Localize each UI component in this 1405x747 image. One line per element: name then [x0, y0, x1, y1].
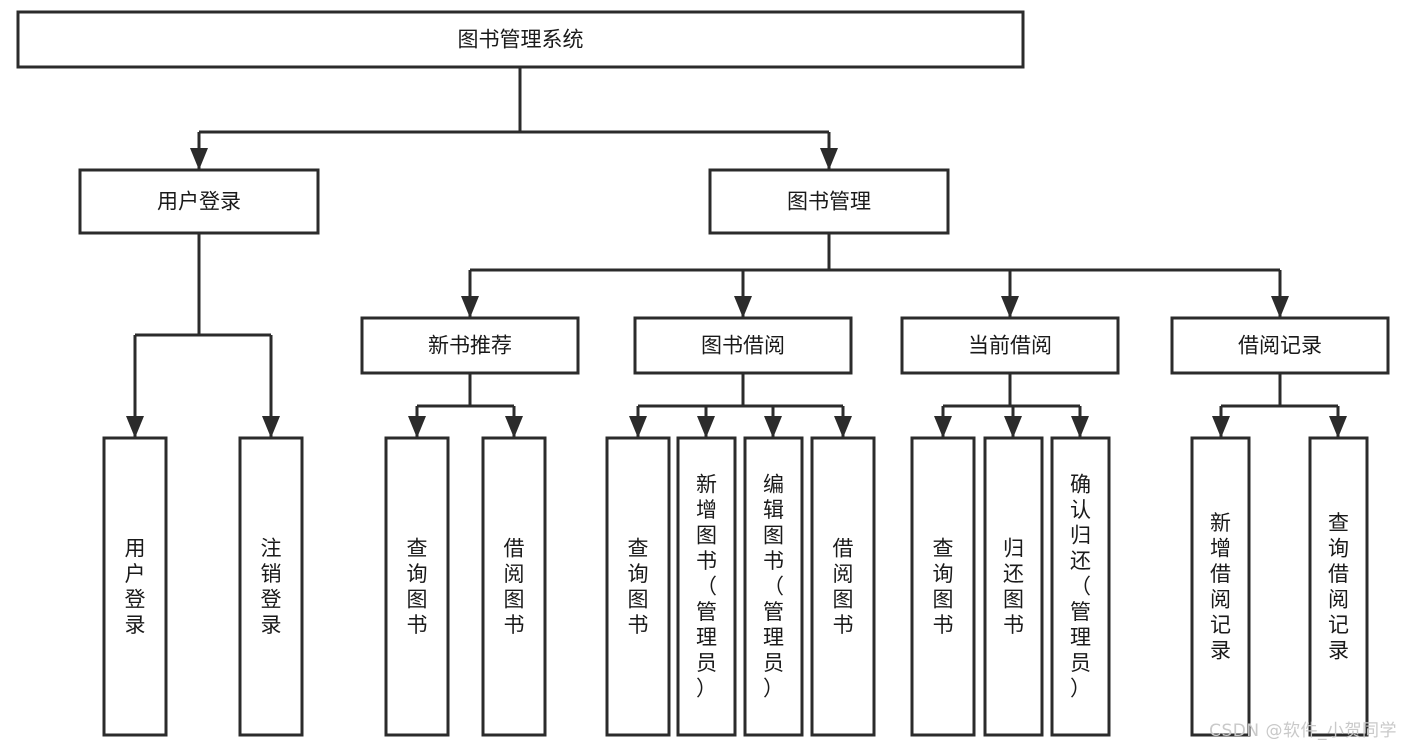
- node-box-leaf-edit-book-admin[interactable]: [743, 436, 804, 737]
- node-label-leaf-user-login: 用户登录: [125, 536, 146, 637]
- node-box-book-management[interactable]: [708, 168, 950, 235]
- node-box-leaf-add-book-admin[interactable]: [676, 436, 737, 737]
- node-borrow-records[interactable]: 借阅记录: [1170, 316, 1390, 375]
- node-leaf-query-book-recommend[interactable]: 查询图书: [384, 436, 450, 737]
- node-label-leaf-borrow-book: 借阅图书: [833, 536, 854, 637]
- node-root[interactable]: 图书管理系统: [16, 10, 1025, 69]
- node-box-leaf-logout-login[interactable]: [238, 436, 304, 737]
- connector-new-book-recommend-to-leaves: [408, 373, 523, 438]
- node-box-user-login[interactable]: [78, 168, 320, 235]
- node-label-root: 图书管理系统: [458, 28, 584, 52]
- node-box-borrow-records[interactable]: [1170, 316, 1390, 375]
- node-user-login[interactable]: 用户登录: [78, 168, 320, 235]
- node-label-leaf-add-borrow-record: 新增借阅记录: [1210, 511, 1231, 663]
- node-label-leaf-edit-book-admin: 编辑图书（管理员）: [763, 473, 784, 701]
- node-label-leaf-add-book-admin: 新增图书（管理员）: [696, 473, 717, 701]
- connector-borrow-records-to-leaves: [1212, 373, 1347, 438]
- node-leaf-borrow-book[interactable]: 借阅图书: [810, 436, 876, 737]
- node-label-leaf-query-book-borrow: 查询图书: [628, 536, 649, 637]
- connector-user-login-to-leaves: [126, 233, 280, 438]
- node-box-leaf-borrow-book-recommend[interactable]: [481, 436, 547, 737]
- node-label-book-management: 图书管理: [787, 190, 871, 214]
- node-box-leaf-query-book-borrow[interactable]: [605, 436, 671, 737]
- connector-book-management-to-level3: [461, 233, 1289, 318]
- node-label-leaf-confirm-return-admin: 确认归还（管理员）: [1070, 473, 1091, 701]
- connector-book-borrow-to-leaves: [629, 373, 852, 438]
- node-label-book-borrow: 图书借阅: [701, 334, 785, 358]
- node-box-leaf-borrow-book[interactable]: [810, 436, 876, 737]
- node-label-current-borrow: 当前借阅: [968, 334, 1052, 358]
- node-new-book-recommend[interactable]: 新书推荐: [360, 316, 580, 375]
- node-label-leaf-return-book: 归还图书: [1003, 536, 1024, 637]
- node-leaf-return-book[interactable]: 归还图书: [983, 436, 1044, 737]
- node-leaf-user-login[interactable]: 用户登录: [102, 436, 168, 737]
- node-label-leaf-query-borrow-record: 查询借阅记录: [1328, 511, 1349, 663]
- nodes-layer: 图书管理系统用户登录图书管理新书推荐图书借阅当前借阅借阅记录用户登录注销登录查询…: [16, 10, 1390, 737]
- node-book-borrow[interactable]: 图书借阅: [633, 316, 853, 375]
- node-leaf-add-borrow-record[interactable]: 新增借阅记录: [1190, 436, 1251, 737]
- node-leaf-query-book-borrow[interactable]: 查询图书: [605, 436, 671, 737]
- node-box-leaf-add-borrow-record[interactable]: [1190, 436, 1251, 737]
- node-leaf-query-book-current[interactable]: 查询图书: [910, 436, 976, 737]
- node-label-new-book-recommend: 新书推荐: [428, 334, 512, 358]
- node-box-leaf-query-book-current[interactable]: [910, 436, 976, 737]
- node-leaf-confirm-return-admin[interactable]: 确认归还（管理员）: [1050, 436, 1111, 737]
- node-current-borrow[interactable]: 当前借阅: [900, 316, 1120, 375]
- node-box-leaf-confirm-return-admin[interactable]: [1050, 436, 1111, 737]
- node-leaf-borrow-book-recommend[interactable]: 借阅图书: [481, 436, 547, 737]
- connector-current-borrow-to-leaves: [934, 373, 1089, 438]
- node-box-root[interactable]: [16, 10, 1025, 69]
- node-box-current-borrow[interactable]: [900, 316, 1120, 375]
- node-box-leaf-return-book[interactable]: [983, 436, 1044, 737]
- connector-root-to-level2: [190, 67, 838, 170]
- node-box-leaf-query-book-recommend[interactable]: [384, 436, 450, 737]
- node-label-leaf-logout-login: 注销登录: [261, 536, 282, 637]
- node-label-user-login: 用户登录: [157, 190, 241, 214]
- node-leaf-add-book-admin[interactable]: 新增图书（管理员）: [676, 436, 737, 737]
- node-label-leaf-query-book-current: 查询图书: [933, 536, 954, 637]
- node-box-new-book-recommend[interactable]: [360, 316, 580, 375]
- node-leaf-query-borrow-record[interactable]: 查询借阅记录: [1308, 436, 1369, 737]
- node-box-book-borrow[interactable]: [633, 316, 853, 375]
- node-leaf-logout-login[interactable]: 注销登录: [238, 436, 304, 737]
- csdn-watermark: CSDN @软件_小贺同学: [1209, 721, 1397, 741]
- node-box-leaf-user-login[interactable]: [102, 436, 168, 737]
- node-label-leaf-query-book-recommend: 查询图书: [407, 536, 428, 637]
- connectors-layer: [126, 67, 1347, 438]
- node-box-leaf-query-borrow-record[interactable]: [1308, 436, 1369, 737]
- node-label-borrow-records: 借阅记录: [1238, 334, 1322, 358]
- node-leaf-edit-book-admin[interactable]: 编辑图书（管理员）: [743, 436, 804, 737]
- node-book-management[interactable]: 图书管理: [708, 168, 950, 235]
- node-label-leaf-borrow-book-recommend: 借阅图书: [504, 536, 525, 637]
